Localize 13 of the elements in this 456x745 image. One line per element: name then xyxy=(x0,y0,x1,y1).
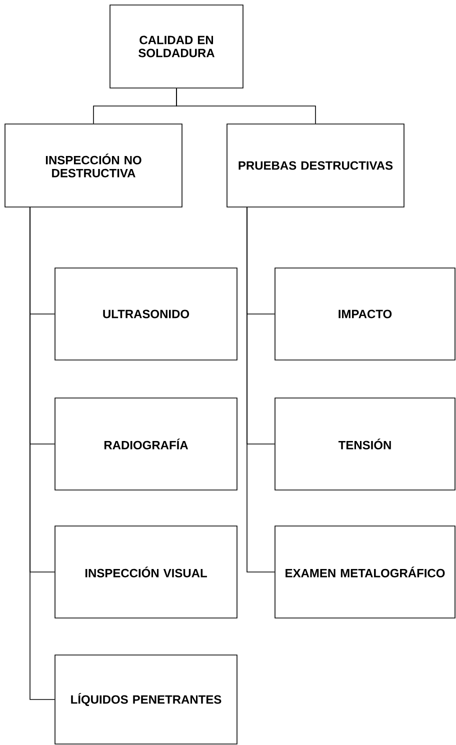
connector-line xyxy=(30,207,55,700)
connector-line xyxy=(176,88,316,124)
box: EXAMEN METALOGRÁFICO xyxy=(274,526,456,618)
box: INSPECCIÓN VISUAL xyxy=(54,526,238,618)
box: ULTRASONIDO xyxy=(54,268,238,360)
connector-line xyxy=(246,207,275,572)
box: LÍQUIDOS PENETRANTES xyxy=(54,654,238,744)
box: CALIDAD EN SOLDADURA xyxy=(110,4,244,88)
box: TENSIÓN xyxy=(274,398,456,490)
box: INSPECCIÓN NO DESTRUCTIVA xyxy=(4,124,182,208)
box: IMPACTO xyxy=(274,268,456,360)
box: RADIOGRAFÍA xyxy=(54,398,238,490)
box: PRUEBAS DESTRUCTIVAS xyxy=(226,124,404,208)
